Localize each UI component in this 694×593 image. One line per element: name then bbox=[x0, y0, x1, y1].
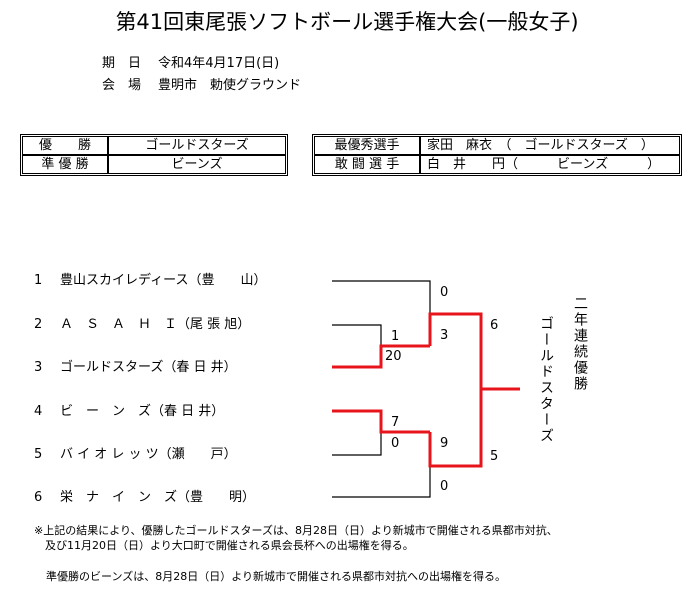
runner-up-label: 準 優 勝 bbox=[22, 155, 108, 174]
team-number: 3 bbox=[34, 360, 43, 375]
champion-table: 優 勝 ゴールドスターズ 準 優 勝 ビーンズ bbox=[20, 134, 288, 176]
score-semifinal-b-bottom: 0 bbox=[440, 479, 449, 494]
line-team-5 bbox=[332, 432, 382, 456]
award-table: 最優秀選手 家田 麻衣 （ ゴールドスターズ ） 敢 闘 選 手 白 井 円（ … bbox=[312, 134, 682, 176]
date-value: 令和4年4月17日(日) bbox=[158, 56, 280, 71]
score-semifinal-a-bottom: 3 bbox=[440, 328, 449, 343]
win-line-team-3 bbox=[332, 344, 430, 369]
champion-value: ゴールドスターズ bbox=[108, 136, 286, 155]
team-number: 5 bbox=[34, 447, 43, 462]
team-6: 6 栄 ナ イ ン ズ（豊 明） bbox=[34, 489, 334, 507]
note-line-3: 準優勝のビーンズは、8月28日（日）より新城市で開催される県都市対抗への出場権を… bbox=[46, 570, 507, 583]
team-name: 豊山スカイレディース（豊 山） bbox=[60, 273, 267, 288]
fighting-spirit-label: 敢 闘 選 手 bbox=[314, 155, 420, 174]
note-line-1: ※上記の結果により、優勝したゴールドスターズは、8月28日（日）より新城市で開催… bbox=[34, 524, 558, 537]
date-row: 期 日 令和4年4月17日(日) bbox=[102, 52, 279, 71]
mvp-row: 最優秀選手 家田 麻衣 （ ゴールドスターズ ） bbox=[314, 136, 680, 155]
team-name: ゴールドスターズ（春 日 井） bbox=[60, 360, 237, 375]
team-number: 2 bbox=[34, 317, 43, 332]
champion-row: 優 勝 ゴールドスターズ bbox=[22, 136, 286, 155]
venue-value: 豊明市 勅使グラウンド bbox=[158, 78, 302, 93]
champion-label: 優 勝 bbox=[22, 136, 108, 155]
fighting-spirit-value: 白 井 円（ ビーンズ ） bbox=[420, 155, 680, 174]
team-name: ビ ー ン ズ（春 日 井） bbox=[60, 404, 225, 419]
win-line-semifinal-b bbox=[428, 389, 483, 468]
venue-label: 会 場 bbox=[102, 78, 142, 93]
score-final-bottom: 5 bbox=[490, 449, 499, 464]
score-semifinal-b-top: 9 bbox=[440, 436, 449, 451]
champion-name: ゴールドスターズ bbox=[538, 316, 554, 444]
mvp-label: 最優秀選手 bbox=[314, 136, 420, 155]
team-name: バ イ オ レ ッ ツ（瀬 戸） bbox=[60, 447, 237, 462]
runner-up-value: ビーンズ bbox=[108, 155, 286, 174]
score-round1b-top: 7 bbox=[391, 415, 400, 430]
win-line-team-4 bbox=[332, 409, 430, 434]
runner-up-row: 準 優 勝 ビーンズ bbox=[22, 155, 286, 174]
score-semifinal-a-top: 0 bbox=[440, 285, 449, 300]
winning-path bbox=[332, 312, 520, 468]
bracket-lines bbox=[332, 280, 431, 498]
line-team-2 bbox=[332, 324, 382, 346]
venue-row: 会 場 豊明市 勅使グラウンド bbox=[102, 74, 301, 93]
mvp-value: 家田 麻衣 （ ゴールドスターズ ） bbox=[420, 136, 680, 155]
fighting-spirit-row: 敢 闘 選 手 白 井 円（ ビーンズ ） bbox=[314, 155, 680, 174]
line-team-1 bbox=[332, 280, 431, 314]
score-round1b-bottom: 0 bbox=[391, 436, 400, 451]
team-number: 4 bbox=[34, 404, 43, 419]
page-title: 第41回東尾張ソフトボール選手権大会(一般女子) bbox=[115, 10, 579, 34]
team-1: 1 豊山スカイレディース（豊 山） bbox=[34, 272, 334, 290]
team-5: 5 バ イ オ レ ッ ツ（瀬 戸） bbox=[34, 446, 334, 464]
team-number: 1 bbox=[34, 273, 43, 288]
line-team-6 bbox=[332, 466, 431, 498]
team-2: 2 Ａ Ｓ Ａ Ｈ Ｉ（尾 張 旭） bbox=[34, 316, 334, 334]
team-number: 6 bbox=[34, 490, 43, 505]
team-3: 3 ゴールドスターズ（春 日 井） bbox=[34, 359, 334, 377]
team-name: Ａ Ｓ Ａ Ｈ Ｉ（尾 張 旭） bbox=[60, 317, 251, 332]
date-label: 期 日 bbox=[102, 56, 142, 71]
team-4: 4 ビ ー ン ズ（春 日 井） bbox=[34, 403, 334, 421]
score-round1a-bottom: 20 bbox=[385, 349, 402, 364]
note-line-2: 及び11月20日（日）より大口町で開催される県会長杯への出場権を得る。 bbox=[34, 539, 414, 552]
team-name: 栄 ナ イ ン ズ（豊 明） bbox=[60, 490, 256, 505]
score-final-top: 6 bbox=[490, 318, 499, 333]
champion-note: 二年連続優勝 bbox=[572, 296, 588, 392]
score-round1a-top: 1 bbox=[391, 329, 400, 344]
win-line-semifinal-a bbox=[428, 312, 520, 391]
